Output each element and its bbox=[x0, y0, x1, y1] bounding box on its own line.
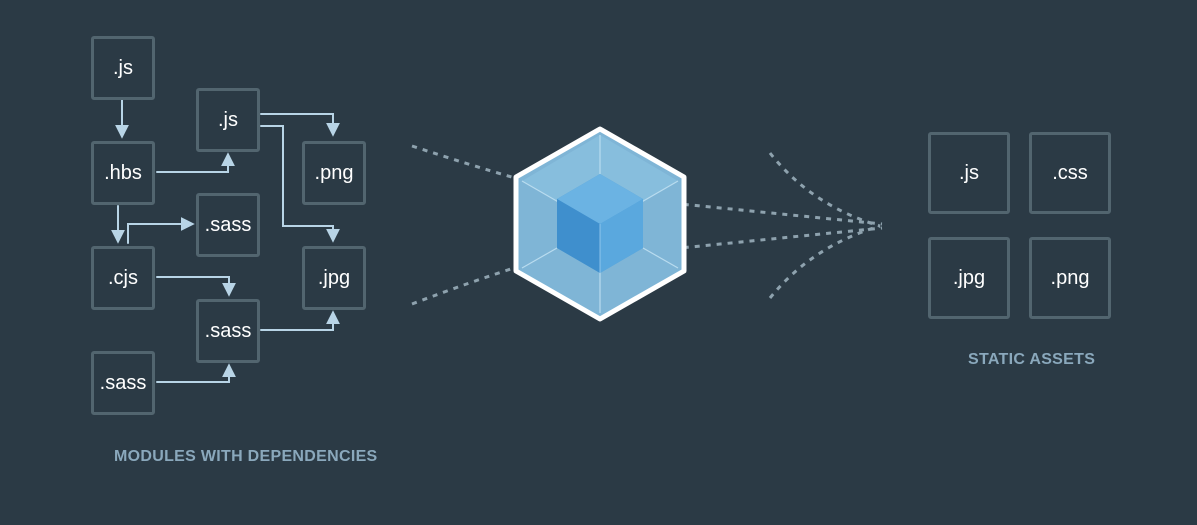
dashed-output-bottom bbox=[639, 226, 883, 254]
assets-caption: STATIC ASSETS bbox=[968, 351, 1096, 368]
connector-cjs-to-sass-b bbox=[156, 276, 236, 297]
modules-caption: MODULES WITH DEPENDENCIES bbox=[114, 448, 378, 465]
asset-css: .css bbox=[1029, 132, 1111, 214]
connector-sass-to-jpg bbox=[260, 310, 340, 331]
module-sass-b: .sass bbox=[196, 299, 260, 363]
asset-png: .png bbox=[1029, 237, 1111, 319]
dashed-output-curve-bottom bbox=[768, 224, 881, 299]
module-js-top: .js bbox=[91, 36, 155, 100]
dashed-input-top bbox=[411, 144, 516, 180]
connector-js-to-jpg bbox=[260, 125, 340, 243]
asset-js: .js bbox=[928, 132, 1010, 214]
connector-js-to-png bbox=[260, 113, 340, 137]
module-js-mid: .js bbox=[196, 88, 260, 152]
connector-cjs-to-sass bbox=[127, 217, 195, 244]
connector-sass-c-to-sass-b bbox=[156, 363, 236, 383]
dashed-output-top bbox=[639, 198, 883, 226]
connector-hbs-to-js bbox=[156, 152, 235, 173]
module-jpg: .jpg bbox=[302, 246, 366, 310]
dashed-input-bottom bbox=[411, 264, 521, 306]
dashed-output-curve-top bbox=[768, 152, 881, 228]
module-png: .png bbox=[302, 141, 366, 205]
module-sass-a: .sass bbox=[196, 193, 260, 257]
module-cjs: .cjs bbox=[91, 246, 155, 310]
module-hbs: .hbs bbox=[91, 141, 155, 205]
asset-jpg: .jpg bbox=[928, 237, 1010, 319]
module-sass-c: .sass bbox=[91, 351, 155, 415]
